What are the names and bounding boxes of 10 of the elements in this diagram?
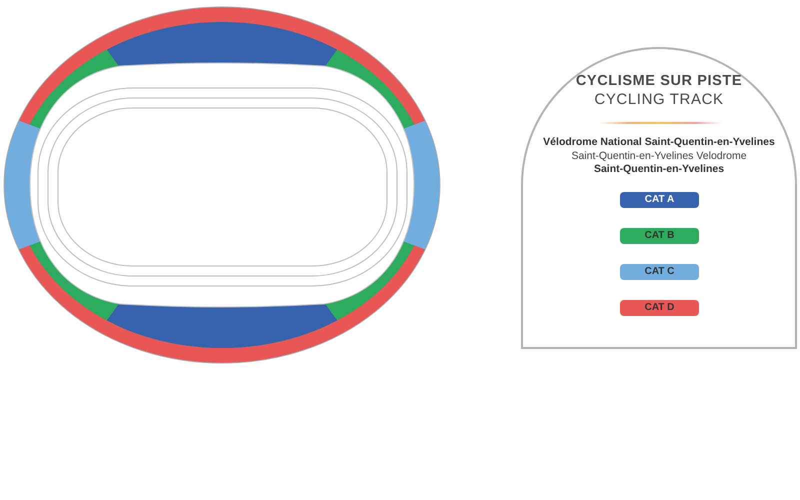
category-badge: CAT B (620, 228, 699, 244)
panel-subtitle: CYCLING TRACK (594, 91, 724, 108)
category-badge: CAT A (620, 192, 699, 208)
venue-location: Saint-Quentin-en-Yvelines (594, 163, 724, 176)
category-badge: CAT C (620, 264, 699, 280)
venue-name-english: Saint-Quentin-en-Yvelines Velodrome (571, 150, 747, 162)
category-badge: CAT D (620, 300, 699, 316)
info-panel (521, 47, 797, 349)
venue-name: Vélodrome National Saint-Quentin-en-Yvelines (543, 136, 775, 148)
panel-title: CYCLISME SUR PISTE (576, 73, 742, 90)
